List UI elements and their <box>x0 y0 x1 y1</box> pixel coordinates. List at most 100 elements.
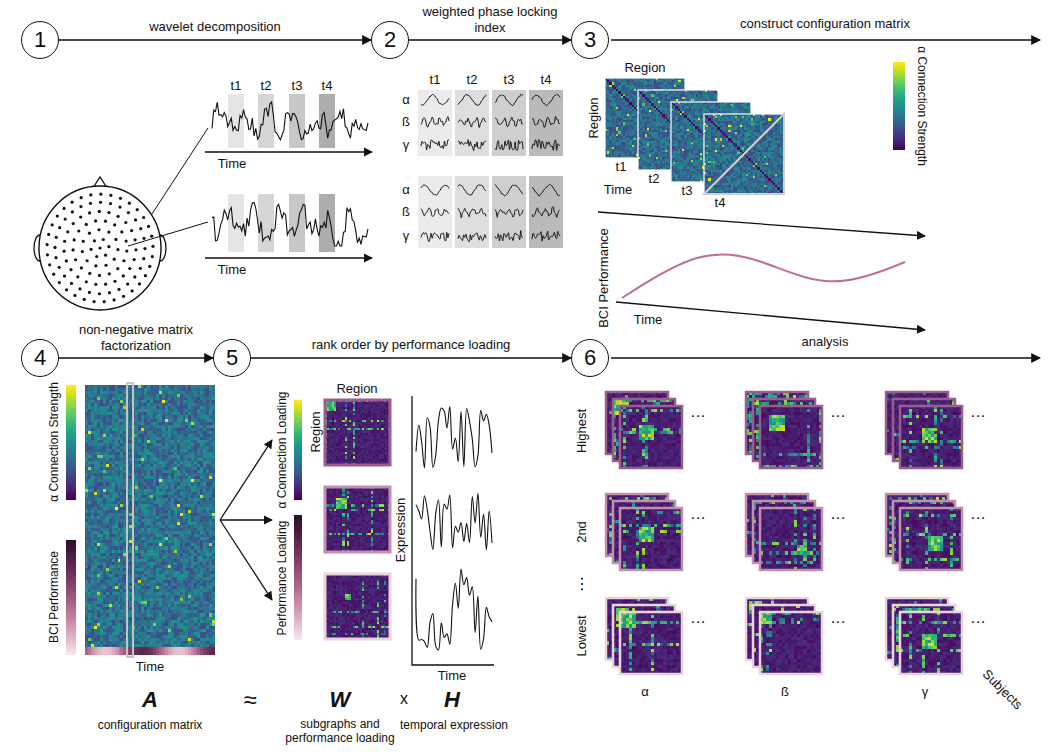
electrode <box>113 223 116 226</box>
electrode <box>116 267 119 270</box>
band-trace <box>495 184 523 195</box>
rank-frame <box>325 487 390 552</box>
electrode <box>58 266 61 269</box>
step-number-text: 4 <box>34 347 46 369</box>
step-number-text: 2 <box>384 29 396 51</box>
axis-label: Time <box>218 263 246 278</box>
upper-triangle-outline <box>704 114 784 194</box>
electrode <box>63 250 66 253</box>
rank-label: Lowest <box>575 615 590 656</box>
eeg-trace <box>212 102 368 140</box>
time-window: t3 <box>504 73 515 88</box>
rank-label: 2nd <box>575 521 590 543</box>
time-window-band <box>492 90 526 156</box>
electrode <box>142 216 145 219</box>
electrode <box>127 211 130 214</box>
electrode <box>52 273 55 276</box>
performance-curve <box>622 254 905 298</box>
electrode <box>113 258 116 261</box>
electrode <box>89 193 92 196</box>
time-window: t2 <box>649 172 660 187</box>
colorbar <box>893 62 905 150</box>
electrode <box>119 197 122 200</box>
electrode <box>125 239 128 242</box>
band-trace <box>495 209 523 217</box>
band-label: γ <box>922 685 929 700</box>
colorbar-label: BCI Performance <box>48 551 62 643</box>
electrode <box>76 275 79 278</box>
matrix-caption: subgraphs and performance loading <box>279 718 401 746</box>
electrode <box>85 259 88 262</box>
colorbar <box>294 515 302 640</box>
colorbar-label: α Connection Strength <box>48 382 62 502</box>
time-window: t3 <box>682 184 693 199</box>
electrode <box>94 283 97 286</box>
time-axis <box>205 257 372 258</box>
band-label: γ <box>403 229 410 244</box>
band-trace <box>458 185 486 195</box>
leader-line <box>128 222 208 246</box>
performance-row <box>85 647 215 655</box>
electrode <box>71 210 74 213</box>
process-arrow <box>611 357 1040 358</box>
electrode <box>144 274 147 277</box>
electrode <box>130 289 133 292</box>
electrode <box>107 211 110 214</box>
electrode <box>147 225 150 228</box>
electrode <box>130 229 133 232</box>
band-label: ß <box>402 115 410 130</box>
electrode <box>98 292 101 295</box>
electrode <box>125 249 128 252</box>
electrode <box>54 256 57 259</box>
time-window: t1 <box>430 73 441 88</box>
electrode <box>104 254 107 257</box>
electrode <box>134 248 137 251</box>
band-trace <box>495 117 523 126</box>
electrode <box>94 219 97 222</box>
time-window-band <box>492 176 526 248</box>
electrode <box>133 258 136 261</box>
electrode <box>109 202 112 205</box>
time-window-band <box>228 194 244 252</box>
time-window-band <box>418 90 452 156</box>
electrode <box>63 274 66 277</box>
subgraph-matrix <box>325 400 390 465</box>
electrode <box>116 248 119 251</box>
electrode <box>63 240 66 243</box>
matrix-caption: temporal expression <box>400 719 508 733</box>
electrode <box>48 263 51 266</box>
electrode <box>117 288 120 291</box>
electrode <box>136 208 139 211</box>
electrode <box>133 275 136 278</box>
step-label: rank order by performance loading <box>312 337 511 353</box>
axis-label: Subjects <box>979 667 1025 713</box>
rank-frame <box>325 400 390 465</box>
factor-arrow <box>220 519 272 520</box>
electrode <box>126 282 129 285</box>
axis-label: Region <box>336 382 377 397</box>
time-window-band <box>529 176 563 248</box>
electrode <box>142 237 145 240</box>
band-label: ß <box>781 685 789 700</box>
axis-label: BCI Performance <box>597 228 612 328</box>
electrode <box>122 274 125 277</box>
electrode <box>116 215 119 218</box>
electrode <box>89 248 92 251</box>
process-arrow <box>251 357 571 358</box>
band-trace <box>495 140 523 151</box>
band-trace <box>458 140 486 151</box>
ellipsis: … <box>690 609 706 627</box>
step-one <box>34 94 372 310</box>
step-number-text: 3 <box>584 29 596 51</box>
time-axis <box>598 212 925 236</box>
expression-axes <box>412 396 494 665</box>
process-arrow <box>59 39 371 40</box>
electrode <box>98 274 101 277</box>
step-number: 5 <box>213 339 251 377</box>
electrode <box>134 218 137 221</box>
subgraph-matrix <box>325 574 390 639</box>
time-slice-highlight <box>127 383 133 657</box>
step-number-text: 5 <box>226 347 238 369</box>
electrode <box>94 264 97 267</box>
electrode <box>88 232 91 235</box>
